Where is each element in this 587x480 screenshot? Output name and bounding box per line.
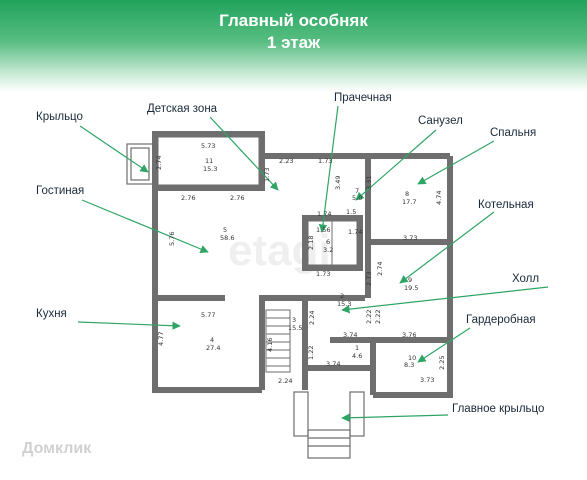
room-area: 15.3 [203, 165, 217, 173]
room-num: 11 [205, 157, 213, 165]
walls [152, 131, 453, 398]
label-living: Гостиная [36, 185, 84, 197]
room-num: 2 [340, 292, 344, 300]
dimension-label: 2.23 [279, 157, 293, 165]
dimension-label: 2.76 [181, 194, 195, 202]
brand-watermark: Домклик [22, 440, 92, 457]
dimension-label: 3.31 [365, 176, 373, 190]
label-kitchen: Кухня [36, 308, 67, 320]
label-arrows [77, 105, 549, 422]
room-num: 10 [408, 354, 416, 362]
room-marks: 11 15.3 8 17.7 5 58.6 6 3.2 9 19.5 7 5.0… [203, 157, 418, 369]
room-num: 9 [408, 276, 412, 284]
label-boiler: Котельная [478, 199, 534, 211]
dimension-label: 2.25 [438, 356, 446, 370]
room-area: 15.3 [337, 300, 351, 308]
stairs [265, 309, 291, 373]
dimension-label: 1.74 [317, 210, 331, 218]
dimension-label: 2.22 [365, 310, 373, 324]
dimension-label: 3.74 [326, 360, 340, 368]
label-main-porch: Главное крыльцо [452, 403, 544, 415]
wall-details [157, 136, 358, 266]
dimension-label: 1.74 [348, 228, 362, 236]
room-area: 58.6 [220, 234, 234, 242]
dimension-label: 2.74 [376, 262, 384, 276]
room-num: 7 [355, 187, 359, 195]
side-porch [126, 143, 154, 185]
room-num: 3 [292, 316, 296, 324]
label-wardrobe: Гардеробная [466, 314, 536, 326]
dimension-label: 3.49 [334, 176, 342, 190]
label-laundry: Прачечная [334, 92, 392, 104]
label-bath: Санузел [418, 115, 463, 127]
room-num: 5 [223, 226, 227, 234]
dimension-label: 3.73 [403, 234, 417, 242]
room-area: 3.2 [323, 246, 333, 254]
dimension-label: 3.76 [402, 331, 416, 339]
label-kids: Детская зона [147, 103, 218, 115]
dimension-label: 1.73 [318, 157, 332, 165]
dimension-label: 2.18 [307, 236, 315, 250]
room-area: 5.0 [352, 194, 362, 202]
dimension-label: 4.16 [266, 338, 274, 352]
room-area: 17.7 [402, 198, 416, 206]
dimension-label: 5.73 [201, 142, 215, 150]
room-area: 27.4 [206, 344, 220, 352]
room-num: 1 [355, 344, 359, 352]
dimension-label: 1.73 [316, 270, 330, 278]
plan-title: Главный особняк [219, 11, 368, 30]
room-num: 8 [405, 190, 409, 198]
dimension-label: 2.74 [155, 156, 163, 170]
room-area: 19.5 [404, 284, 418, 292]
dimension-label: 2.73 [365, 272, 373, 286]
dimension-label: 1.5 [346, 208, 356, 216]
dimension-label: 5.76 [168, 232, 176, 246]
room-area: 8.3 [404, 361, 414, 369]
dimension-label: 1.73 [263, 168, 271, 182]
dimension-label: 2.24 [308, 311, 316, 325]
room-num: 6 [326, 238, 330, 246]
dimension-label: 1.22 [307, 346, 315, 360]
plan-subtitle: 1 этаж [266, 33, 321, 52]
dimension-label: 3.74 [343, 331, 357, 339]
label-porch: Крыльцо [36, 111, 83, 123]
header-banner [0, 0, 587, 92]
dimension-label: 3.73 [420, 376, 434, 384]
dimension-label: 4.77 [157, 332, 165, 346]
room-area: 15.5 [288, 324, 302, 332]
dimension-label: 2.24 [278, 377, 292, 385]
dimension-label: 2.22 [374, 310, 382, 324]
main-porch [293, 391, 365, 459]
dimension-label: 2.76 [230, 194, 244, 202]
dimension-label: 4.74 [435, 191, 443, 205]
room-area: 4.6 [352, 352, 362, 360]
label-bedroom: Спальня [490, 127, 536, 139]
dimension-label: 1.56 [316, 226, 330, 234]
dimensions: 5.73 2.74 2.76 2.76 2.23 1.73 1.73 3.49 … [155, 142, 446, 385]
dimension-label: 5.77 [201, 311, 215, 319]
room-num: 4 [210, 336, 214, 344]
label-hall: Холл [512, 273, 539, 285]
